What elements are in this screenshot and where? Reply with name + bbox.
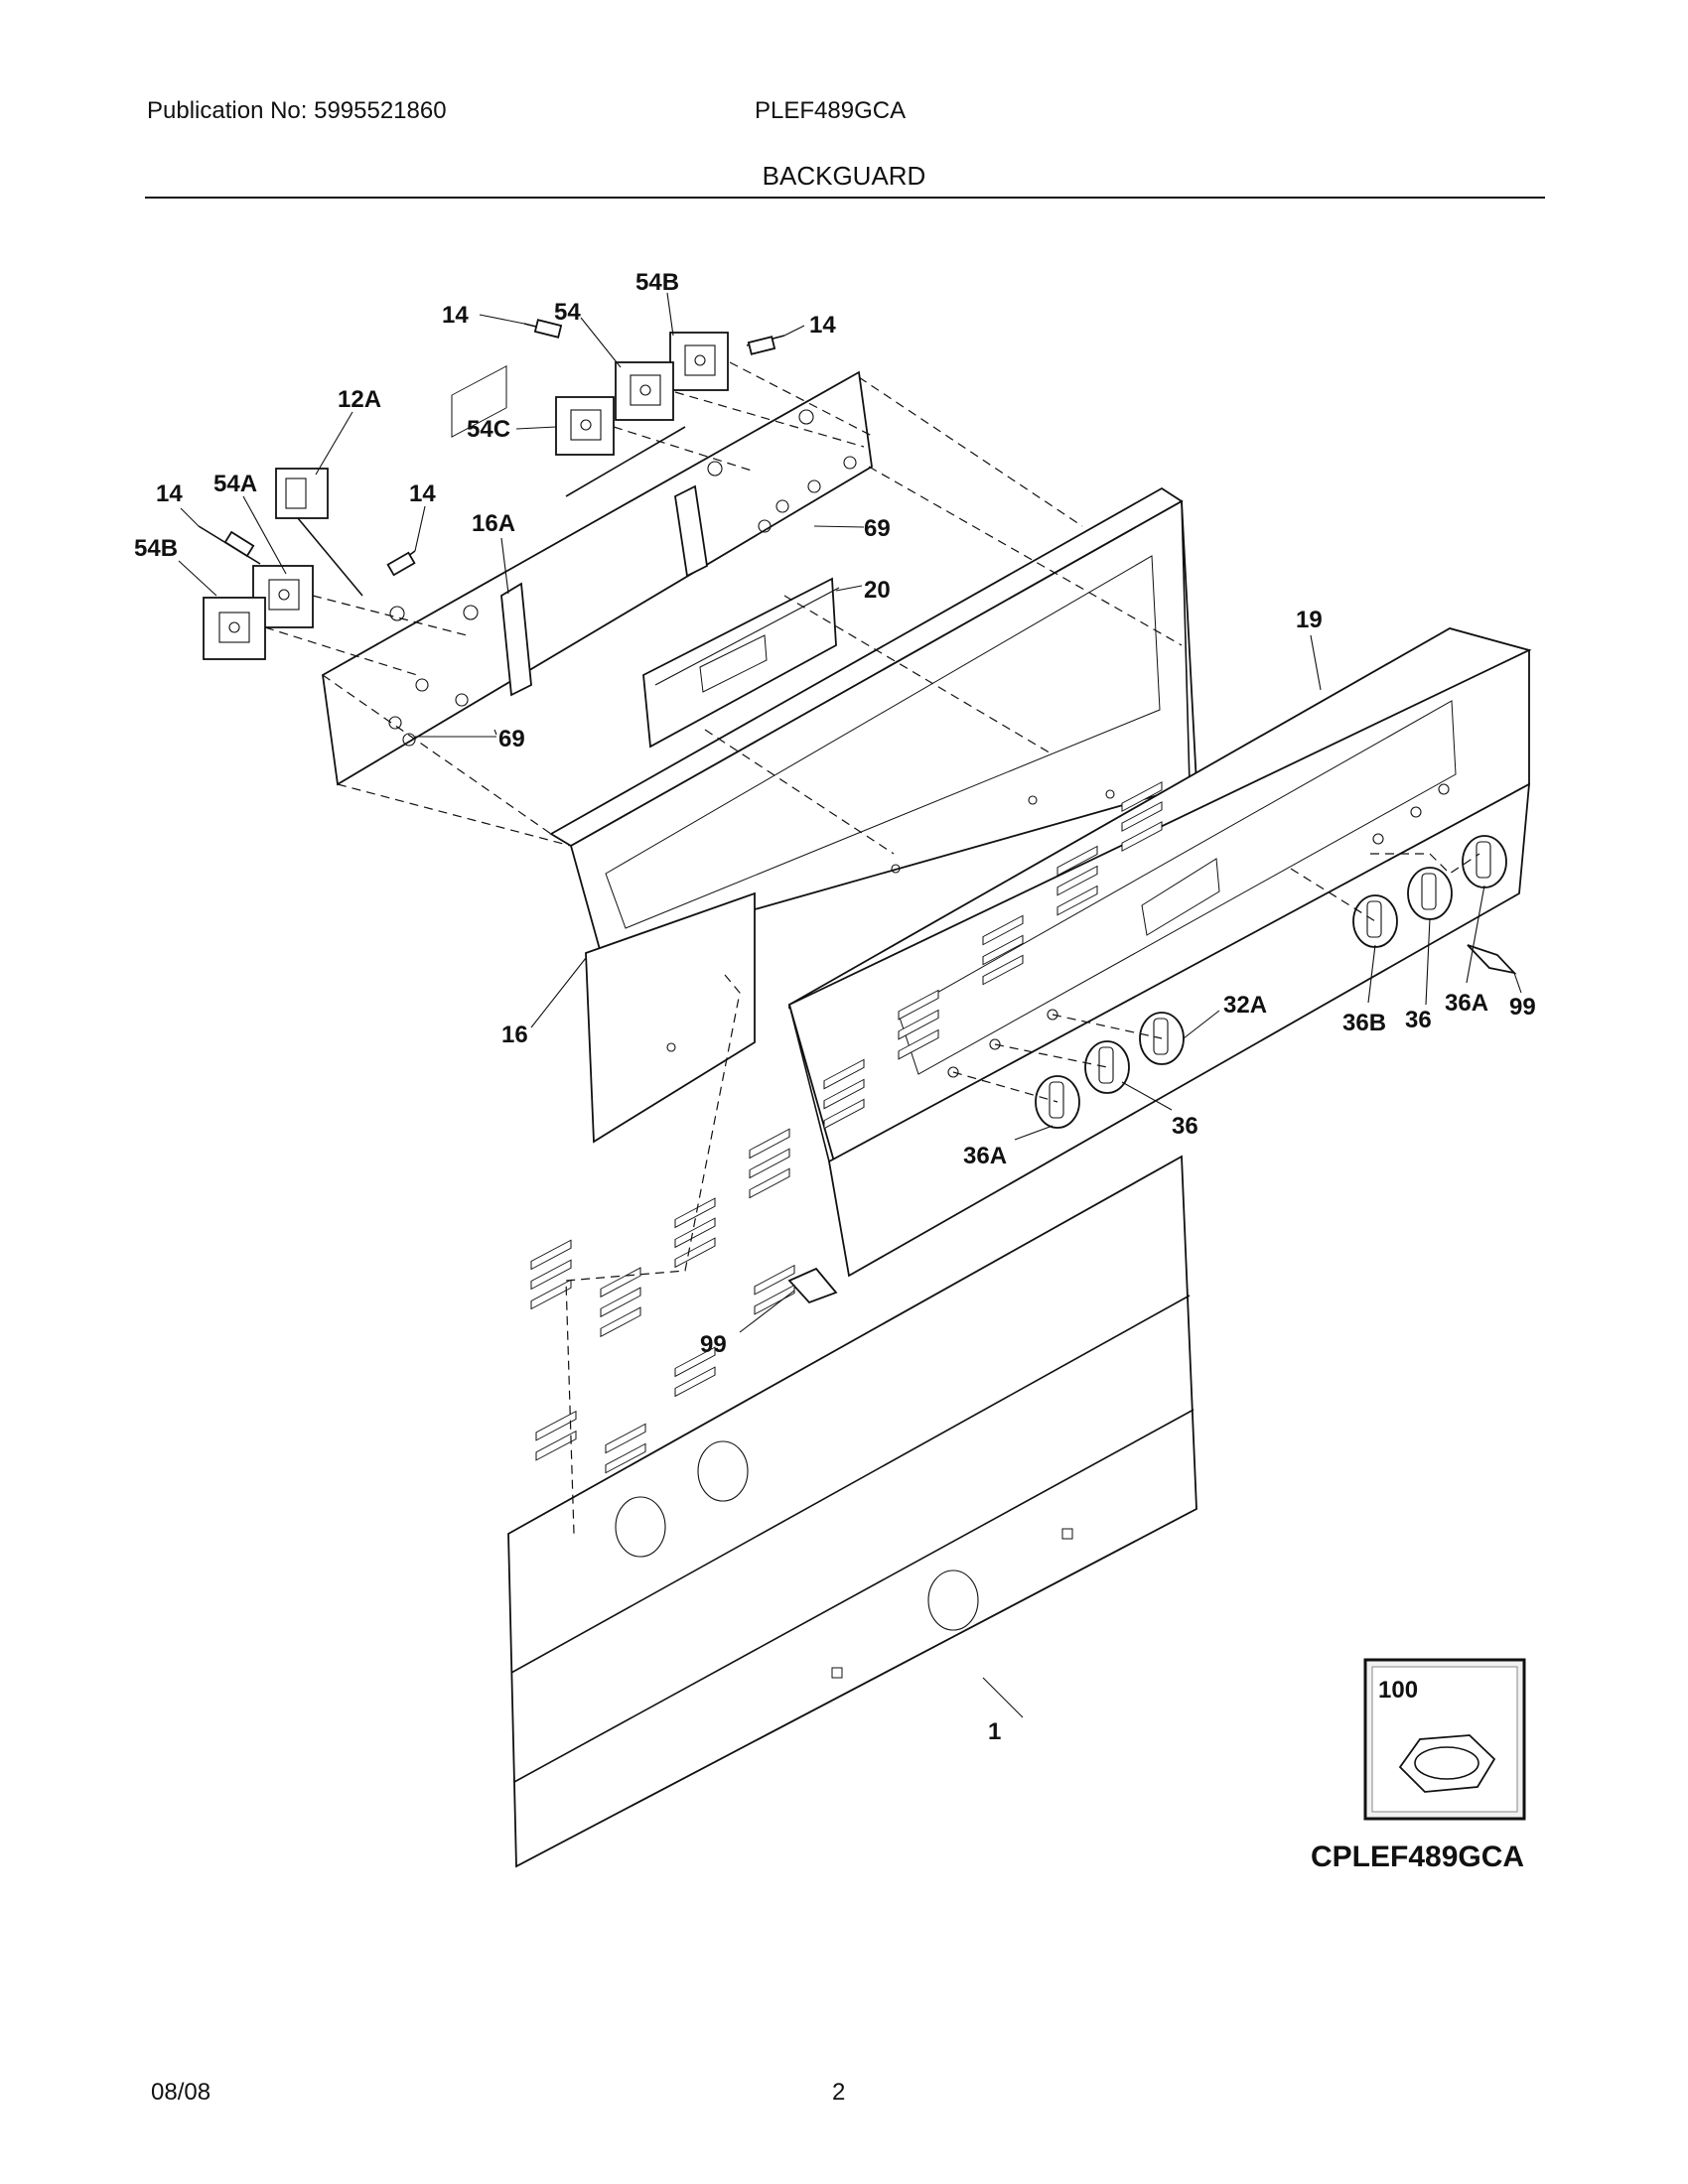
rear-louvered-panel	[507, 781, 1197, 1868]
callout-12a: 12A	[338, 386, 381, 413]
callout-36-b: 36	[1172, 1113, 1198, 1140]
selector-switch-12a	[275, 468, 363, 597]
callout-14-d: 14	[156, 480, 183, 507]
knob-36b	[1352, 894, 1398, 948]
peg-14-top-left	[523, 319, 563, 339]
callout-16: 16	[501, 1022, 528, 1048]
header-rule	[145, 197, 1545, 199]
callout-36b: 36B	[1342, 1010, 1386, 1036]
peg-14-top-right	[746, 335, 785, 355]
peg-14-left	[198, 525, 261, 565]
callout-99-right: 99	[1509, 994, 1536, 1021]
electronic-control-board	[642, 577, 840, 749]
callout-32a: 32A	[1223, 992, 1267, 1019]
assembly-lines	[264, 361, 1480, 1535]
knob-36-left	[1084, 1040, 1130, 1094]
callout-labels: 54B 54 14 14 12A 54C 14 54A 14 54B 16A 6…	[134, 269, 1536, 1745]
screw-group-69	[388, 456, 857, 747]
callout-16a: 16A	[472, 510, 515, 537]
mounting-plate	[451, 365, 708, 697]
infinite-switch-54b-left	[203, 597, 266, 660]
bracket-99-right	[1467, 944, 1517, 975]
control-bracket	[322, 370, 873, 786]
backguard-frame	[549, 486, 1197, 1144]
callout-14-b: 14	[809, 312, 836, 339]
model-number: PLEF489GCA	[755, 97, 907, 124]
inset-label: 100	[1378, 1677, 1418, 1704]
callout-36-a: 36	[1405, 1007, 1432, 1033]
callout-19: 19	[1296, 607, 1323, 633]
louvers	[530, 781, 1163, 1474]
callout-54b-top: 54B	[635, 269, 679, 296]
page-number: 2	[832, 2079, 846, 2106]
knob-36-right	[1407, 867, 1453, 920]
callout-36a-right: 36A	[1445, 990, 1488, 1017]
peg-14-mid	[386, 550, 416, 577]
footer-date: 08/08	[151, 2079, 211, 2106]
infinite-switch-54b-top	[669, 332, 729, 391]
callout-69-b: 69	[498, 726, 525, 752]
callout-14-c: 14	[409, 480, 436, 507]
callout-54c: 54C	[467, 416, 510, 443]
callout-69-a: 69	[864, 515, 891, 542]
inset-box: 100	[1363, 1658, 1526, 1821]
infinite-switch-54c	[555, 396, 615, 456]
leader-lines	[178, 292, 1522, 1718]
page-title: BACKGUARD	[762, 161, 926, 191]
callout-54: 54	[554, 299, 581, 326]
diagram-code: CPLEF489GCA	[1311, 1841, 1524, 1873]
callout-36a-left: 36A	[963, 1143, 1007, 1169]
callout-20: 20	[864, 577, 891, 604]
hex-nut-icon	[1398, 1734, 1496, 1793]
publication-number: Publication No: 5995521860	[147, 97, 447, 124]
knob-36a-right	[1462, 835, 1507, 888]
callout-99-left: 99	[700, 1331, 727, 1358]
infinite-switch-54	[615, 361, 674, 421]
callout-54a: 54A	[213, 471, 257, 497]
callout-14-a: 14	[442, 302, 469, 329]
bracket-99-left	[787, 1267, 838, 1304]
callout-1: 1	[988, 1718, 1001, 1745]
callout-54b-left: 54B	[134, 535, 178, 562]
